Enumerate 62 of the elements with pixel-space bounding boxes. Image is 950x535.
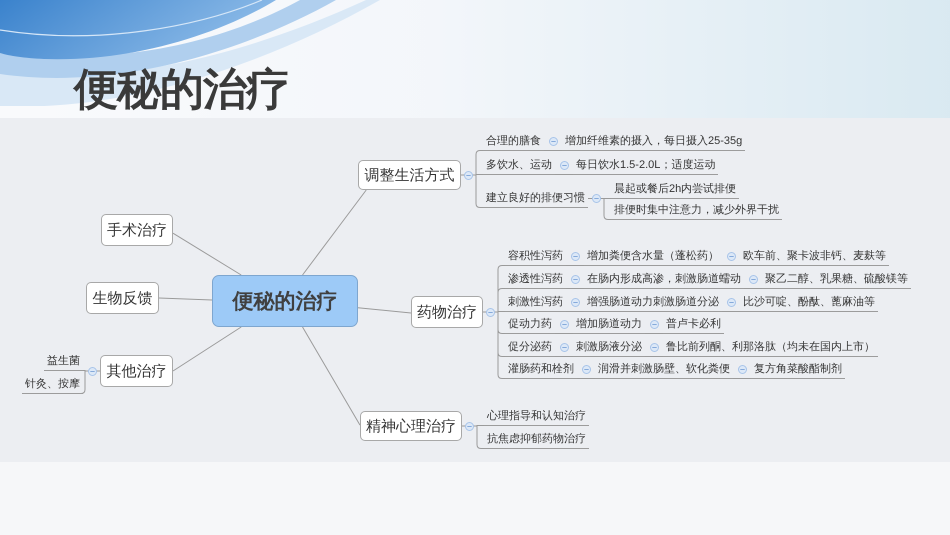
subtopic: 润滑并刺激肠壁、软化粪便 bbox=[595, 360, 733, 379]
subtopic: 促分泌药 bbox=[505, 338, 555, 357]
subtopic: 容积性泻药 bbox=[505, 247, 566, 266]
topic-box: 药物治疗 bbox=[411, 296, 483, 328]
subtopic: 欧车前、聚卡波非钙、麦麸等 bbox=[740, 247, 889, 266]
subtopic: 刺激性泻药 bbox=[505, 293, 566, 312]
subtopic: 比沙可啶、酚酞、蓖麻油等 bbox=[740, 293, 878, 312]
connector-line bbox=[722, 265, 740, 266]
connector-line bbox=[358, 307, 412, 314]
connector-line bbox=[302, 326, 360, 426]
subtopic: 鲁比前列酮、利那洛肽（均未在国内上市） bbox=[663, 338, 878, 357]
connector-line bbox=[554, 174, 574, 175]
connector-line bbox=[158, 298, 212, 300]
subtopic: 每日饮水1.5-2.0L；适度运动 bbox=[573, 156, 718, 175]
subtopic: 复方角菜酸酯制剂 bbox=[751, 360, 845, 379]
subtopic: 建立良好的排便习惯 bbox=[483, 189, 588, 208]
connector-line bbox=[460, 150, 484, 208]
subtopic: 排便时集中注意力，减少外界干扰 bbox=[611, 201, 782, 220]
connector-line bbox=[588, 198, 612, 220]
connector-line bbox=[644, 356, 664, 357]
subtopic: 促动力药 bbox=[505, 315, 555, 334]
connector-line bbox=[554, 333, 574, 334]
topic-box: 精神心理治疗 bbox=[360, 411, 462, 441]
topic-box: 调整生活方式 bbox=[358, 160, 461, 190]
central-topic-box: 便秘的治疗 bbox=[212, 275, 358, 327]
subtopic: 增加粪便含水量（蓬松药） bbox=[584, 247, 722, 266]
subtopic: 益生菌 bbox=[44, 352, 83, 371]
connector-line bbox=[722, 311, 740, 312]
connector-line bbox=[80, 370, 100, 394]
connector-line bbox=[644, 333, 664, 334]
subtopic: 在肠内形成高渗，刺激肠道蠕动 bbox=[584, 270, 744, 289]
connector-line bbox=[744, 288, 762, 289]
slide-title: 便秘的治疗 bbox=[74, 64, 289, 116]
subtopic: 增强肠道动力刺激肠道分泌 bbox=[584, 293, 722, 312]
connector-line bbox=[732, 378, 752, 379]
subtopic: 抗焦虑抑郁药物治疗 bbox=[484, 430, 589, 449]
subtopic: 增加纤维素的摄入，每日摄入25-35g bbox=[562, 132, 746, 151]
connector-line bbox=[172, 326, 242, 372]
subtopic: 晨起或餐后2h内尝试排便 bbox=[611, 180, 740, 199]
connector-line bbox=[566, 311, 584, 312]
subtopic: 普卢卡必利 bbox=[663, 315, 724, 334]
subtopic: 刺激肠液分泌 bbox=[573, 338, 645, 357]
topic-box: 手术治疗 bbox=[101, 214, 173, 246]
subtopic: 聚乙二醇、乳果糖、硫酸镁等 bbox=[762, 270, 911, 289]
connector-line bbox=[462, 425, 484, 449]
connector-line bbox=[544, 150, 562, 151]
subtopic: 合理的膳食 bbox=[483, 132, 544, 151]
connector-line bbox=[482, 265, 506, 379]
connector-line bbox=[576, 378, 596, 379]
subtopic: 针灸、按摩 bbox=[22, 375, 83, 394]
subtopic: 灌肠药和栓剂 bbox=[505, 360, 577, 379]
subtopic: 增加肠道动力 bbox=[573, 315, 645, 334]
connector-line bbox=[566, 288, 584, 289]
subtopic: 渗透性泻药 bbox=[505, 270, 566, 289]
subtopic: 心理指导和认知治疗 bbox=[484, 407, 589, 426]
connector-line bbox=[554, 356, 574, 357]
connector-line bbox=[172, 232, 242, 276]
subtopic: 多饮水、运动 bbox=[483, 156, 555, 175]
topic-box: 生物反馈 bbox=[86, 282, 159, 314]
connector-line bbox=[302, 190, 367, 276]
topic-box: 其他治疗 bbox=[100, 355, 173, 387]
connector-line bbox=[566, 265, 584, 266]
